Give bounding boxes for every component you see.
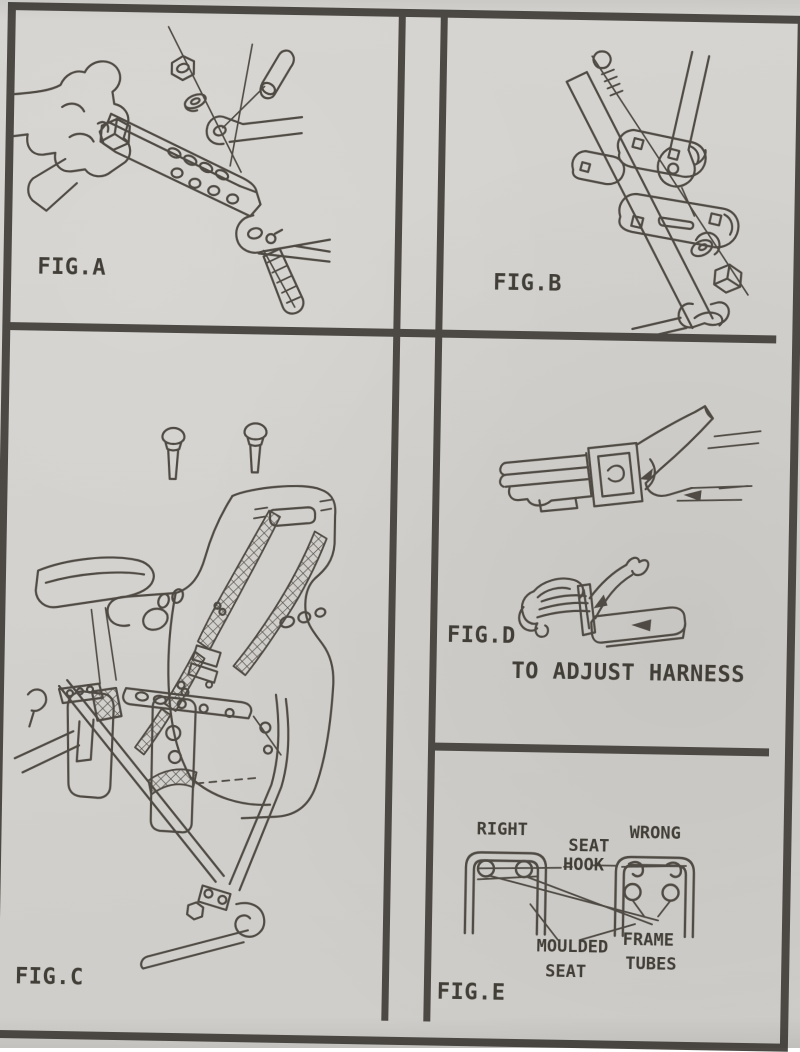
- fig-e-right-label: RIGHT: [476, 819, 528, 841]
- fig-e-seat-hook-line1: SEAT: [568, 835, 610, 857]
- fig-e-wrong-label: WRONG: [629, 822, 681, 844]
- fig-c-label: FIG.C: [14, 964, 84, 991]
- fig-d-drawing: [499, 405, 762, 648]
- fig-a-drawing: [12, 26, 332, 315]
- fig-b-drawing: [565, 50, 749, 336]
- fig-d-label: FIG.D: [446, 622, 516, 649]
- panel-fig-a: FIG.A: [10, 10, 398, 329]
- fig-e-moulded-seat-line2: SEAT: [544, 961, 587, 983]
- panel-fig-d: FIG.D TO ADJUST HARNESS: [435, 338, 776, 749]
- fig-e-moulded-seat-line1: MOULDED: [536, 936, 609, 958]
- panel-fig-e: RIGHT WRONG SEAT HOOK MOULDED SEAT FRAME…: [430, 751, 769, 1028]
- fig-e-label: FIG.E: [436, 979, 506, 1006]
- fig-e-drawing: [463, 851, 696, 942]
- fig-a-label: FIG.A: [37, 254, 107, 281]
- fig-d-caption: TO ADJUST HARNESS: [511, 658, 746, 688]
- fig-e-frame-tubes-line2: TUBES: [625, 953, 677, 975]
- fig-e-frame-tubes-line1: FRAME: [622, 929, 675, 951]
- panel-fig-c: FIG.C: [0, 330, 393, 1021]
- fig-b-label: FIG.B: [492, 270, 563, 297]
- fig-e-seat-hook-line2: HOOK: [562, 854, 605, 876]
- panel-fig-b: FIG.B: [442, 18, 781, 336]
- fig-c-drawing: [13, 422, 337, 970]
